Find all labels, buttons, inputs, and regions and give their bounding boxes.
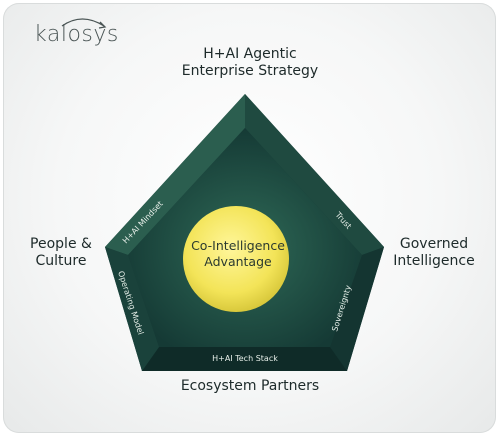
label-ecosystem-partners: Ecosystem Partners: [180, 378, 320, 394]
label-governed-line1: Governed: [399, 236, 469, 252]
label-people-line1: People &: [30, 236, 92, 252]
bevel-upper-left: [105, 94, 245, 255]
label-governed-intelligence: Governed Intelligence: [382, 236, 486, 270]
logo-arc-icon: [61, 18, 107, 29]
label-strategy-line2: Enterprise Strategy: [181, 63, 319, 79]
center-label: Co-Intelligence Advantage: [178, 238, 298, 270]
center-label-line1: Co-Intelligence: [191, 238, 285, 253]
edge-label-bottom: H+AI Tech Stack: [212, 354, 278, 363]
label-strategy: H+AI Agentic Enterprise Strategy: [150, 46, 350, 80]
bevel-lower-right: [330, 247, 384, 371]
bevel-bottom: [142, 347, 347, 371]
label-people-line2: Culture: [35, 253, 87, 269]
label-governed-line2: Intelligence: [393, 253, 475, 269]
label-people-culture: People & Culture: [14, 236, 108, 270]
bevel-lower-left: [105, 247, 159, 371]
center-label-line2: Advantage: [204, 254, 272, 269]
label-strategy-line1: H+AI Agentic: [203, 46, 297, 62]
bevel-upper-right: [245, 94, 384, 255]
co-intelligence-circle: [183, 206, 289, 312]
